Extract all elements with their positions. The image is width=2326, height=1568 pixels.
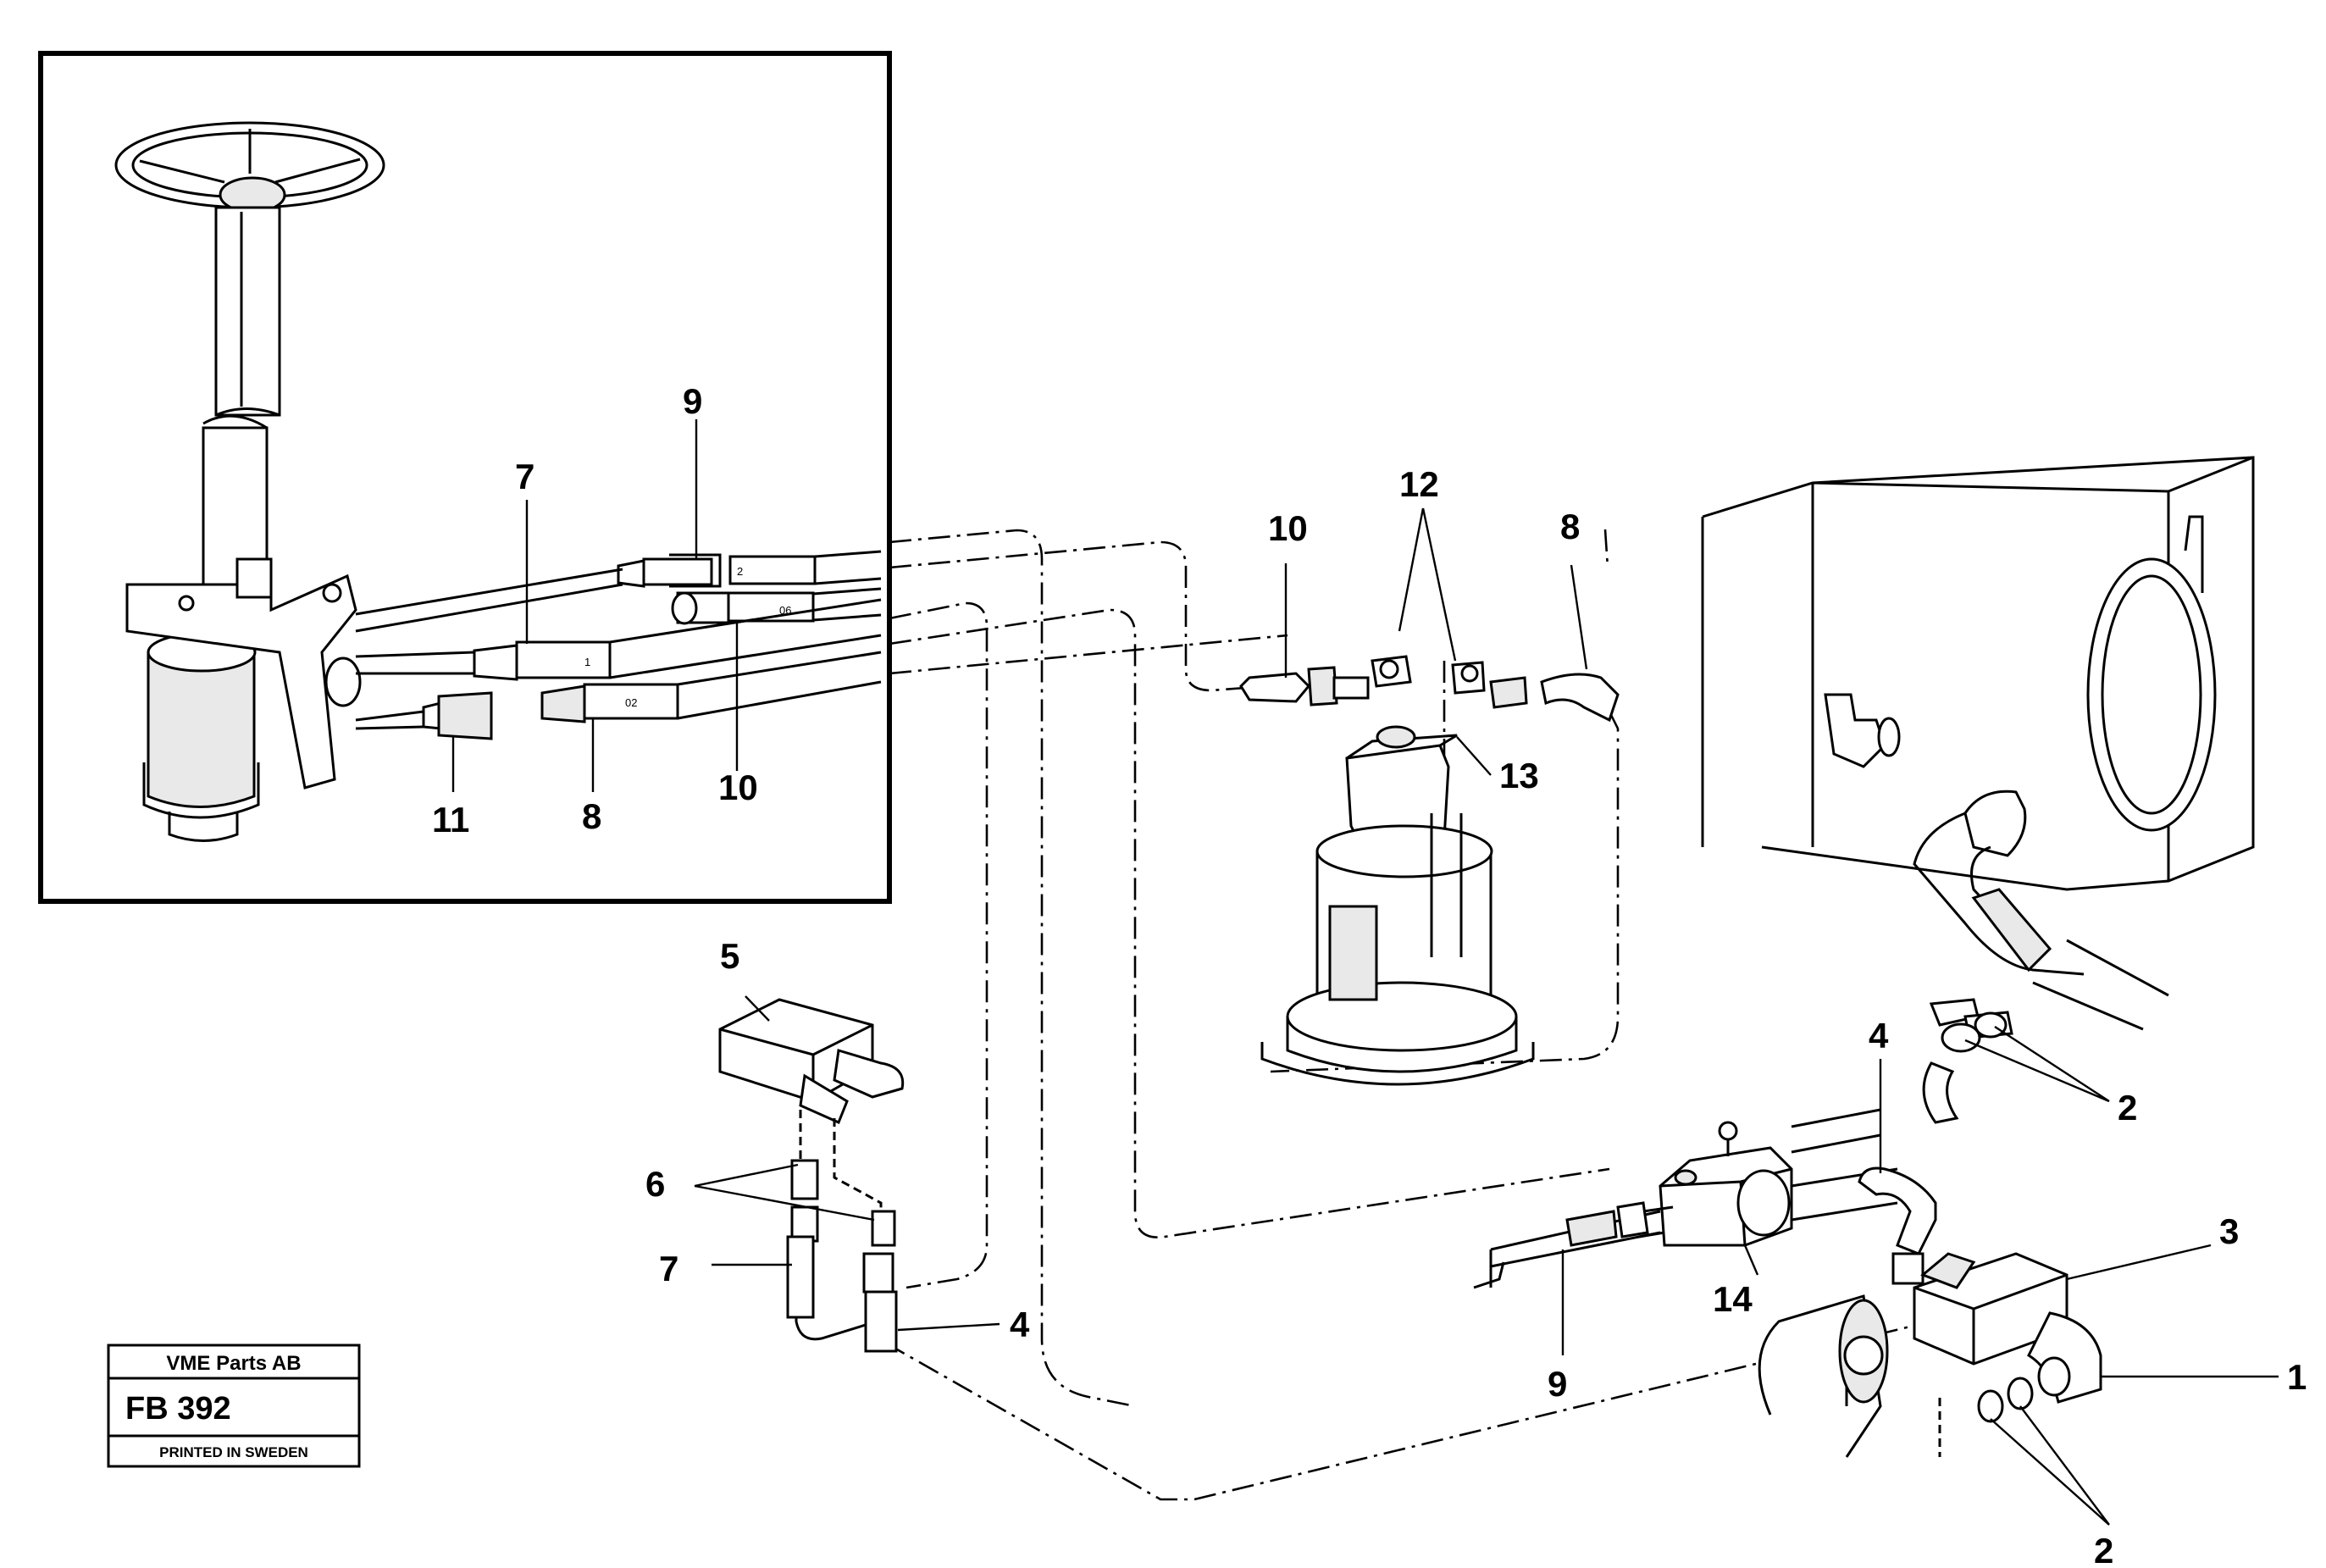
- hose-fitting-10-top: [671, 591, 815, 625]
- callout-9-top: 9: [683, 381, 702, 421]
- hose-fitting-11: [422, 691, 493, 740]
- dash-dot-hose-routes: [884, 529, 1932, 1501]
- hose-fitting-9-top: [617, 553, 817, 588]
- hose-mark-1: 1: [584, 656, 590, 668]
- valve-block-5: [718, 998, 905, 1125]
- callout-7-top: 7: [515, 457, 534, 496]
- callout-10-top: 10: [718, 767, 758, 807]
- callout-9-bottom: 9: [1548, 1364, 1567, 1404]
- clamps-2-lower: [1977, 1377, 2034, 1423]
- callout-2-lower: 2: [2094, 1531, 2113, 1568]
- stamp-code: FB 392: [125, 1391, 231, 1427]
- clamps-2-upper: [1922, 1011, 2008, 1124]
- callout-5: 5: [720, 936, 739, 976]
- hose-mark-02: 02: [625, 696, 637, 709]
- suction-hose: [1913, 790, 2169, 1039]
- hose-4-bottom: [864, 1290, 898, 1353]
- hose-9-bottom: [1473, 1201, 1661, 1289]
- callout-1: 1: [2287, 1357, 2307, 1397]
- callout-4-right: 4: [1869, 1016, 1889, 1055]
- hydraulic-pump: [1758, 1252, 2102, 1458]
- callout-2-upper: 2: [2118, 1088, 2137, 1128]
- priority-valve-center: [1239, 655, 1620, 723]
- stamp-company: VME Parts AB: [166, 1352, 301, 1375]
- pump-housing-center: [1260, 725, 1535, 1086]
- hose-mark-06: 06: [779, 604, 791, 617]
- fittings-6: [790, 1110, 896, 1294]
- callout-14: 14: [1713, 1279, 1753, 1319]
- callout-8-top: 8: [582, 796, 601, 836]
- hose-7-bottom: [786, 1235, 878, 1341]
- hose-4-right: [1858, 1166, 1937, 1285]
- steering-wheel: [114, 121, 385, 213]
- leader-lines: [451, 419, 2279, 1526]
- callout-4-bottom: 4: [1010, 1305, 1030, 1344]
- hose-mark-2: 2: [737, 565, 743, 578]
- hose-fitting-7-top: [473, 640, 612, 681]
- hydraulic-tank: [1701, 456, 2255, 891]
- callout-10-mid: 10: [1268, 508, 1308, 548]
- callout-6: 6: [645, 1164, 665, 1204]
- callout-11: 11: [432, 800, 469, 839]
- steering-valve: [125, 557, 362, 842]
- callout-13: 13: [1499, 756, 1539, 795]
- callout-3: 3: [2219, 1211, 2239, 1251]
- hose-fitting-8-top: [540, 683, 679, 723]
- stamp-footer: PRINTED IN SWEDEN: [159, 1444, 308, 1460]
- callout-12: 12: [1399, 464, 1439, 504]
- callout-7-bottom: 7: [659, 1249, 678, 1288]
- inset-frame: [38, 51, 892, 904]
- callout-8-mid: 8: [1560, 507, 1580, 546]
- title-stamp: VME Parts AB FB 392 PRINTED IN SWEDEN: [107, 1344, 361, 1468]
- hoses-inset: [355, 550, 882, 730]
- priority-valve-14: [1638, 1108, 1898, 1247]
